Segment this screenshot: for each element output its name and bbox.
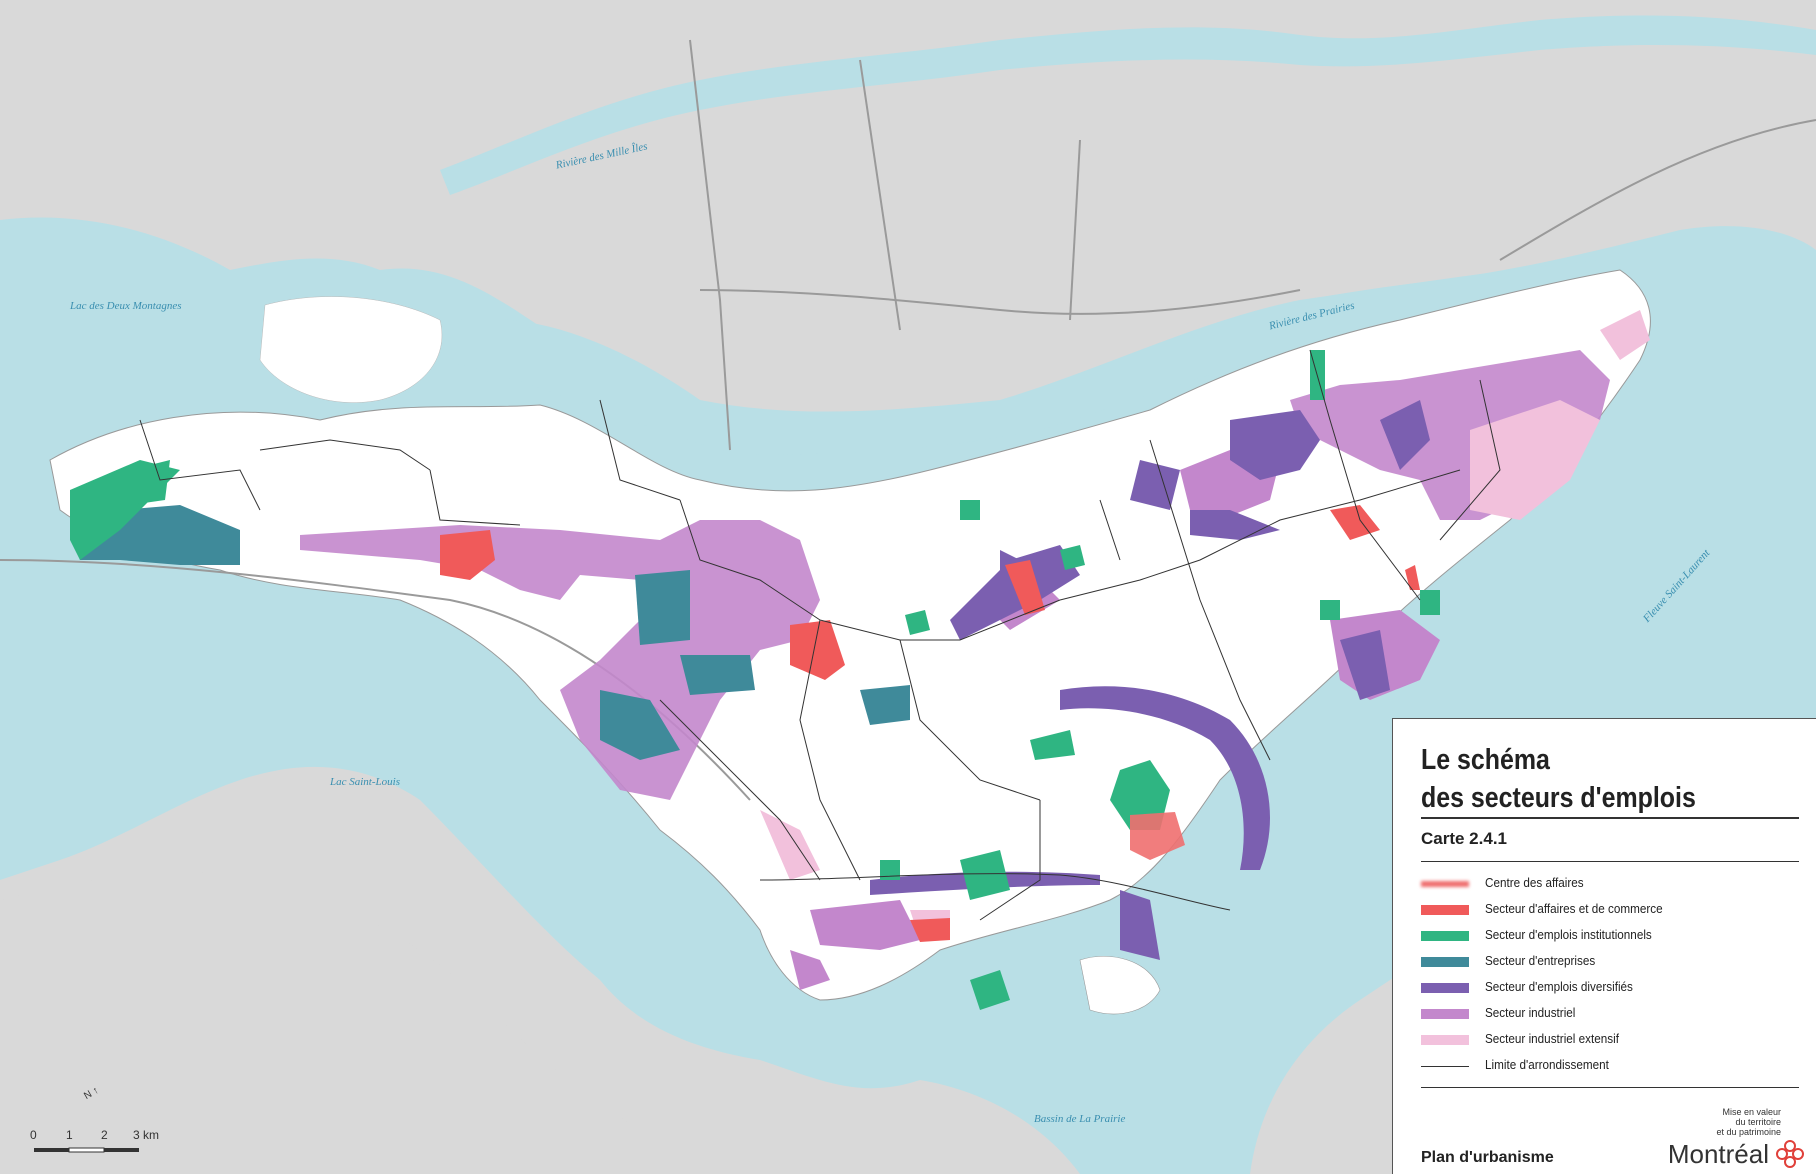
legend-swatch — [1421, 1009, 1469, 1019]
legend-rule-bottom — [1421, 1087, 1799, 1088]
legend-item-centre-affaires: Centre des affaires — [1421, 873, 1801, 895]
legend-swatch-line — [1421, 1066, 1469, 1067]
south-shore — [0, 871, 700, 1174]
scale-tick-3: 3 km — [133, 1128, 160, 1142]
legend-item-institutionnels: Secteur d'emplois institutionnels — [1421, 925, 1801, 947]
legend-rule-top — [1421, 817, 1799, 819]
label-saint-louis: Lac Saint-Louis — [330, 776, 400, 788]
legend-label: Secteur industriel — [1485, 1005, 1576, 1020]
legend-title: Le schéma des secteurs d'emplois — [1421, 741, 1696, 817]
legend-item-diversifies: Secteur d'emplois diversifiés — [1421, 977, 1801, 999]
legend-title-line-1: Le schéma — [1421, 744, 1550, 776]
prairies-river — [420, 260, 1640, 455]
scale-bar-graphic — [34, 1147, 139, 1153]
legend-item-entreprises: Secteur d'entreprises — [1421, 951, 1801, 973]
sector-institutionnels — [70, 350, 1440, 1010]
sector-affaires-commerce — [440, 505, 1420, 942]
scale-bar: 0 1 2 3 km — [30, 1120, 190, 1160]
legend-title-line-2: des secteurs d'emplois — [1421, 782, 1696, 814]
borough-limits — [139, 349, 1501, 921]
label-la-prairie: Bassin de La Prairie — [1034, 1113, 1126, 1125]
scale-tick-0: 0 — [30, 1128, 37, 1142]
legend-label: Secteur industriel extensif — [1485, 1031, 1619, 1046]
label-deux-montagnes: Lac des Deux Montagnes — [70, 300, 182, 312]
montreal-logo-icon — [1776, 1140, 1804, 1168]
legend-swatch — [1421, 905, 1469, 915]
scale-tick-1: 1 — [66, 1128, 73, 1142]
brand-tagline-2: du territoire — [1735, 1117, 1781, 1127]
legend-item-industriel-extensif: Secteur industriel extensif — [1421, 1029, 1801, 1051]
legend-swatch — [1421, 931, 1469, 941]
legend-swatch — [1421, 957, 1469, 967]
legend-item-industriel: Secteur industriel — [1421, 1003, 1801, 1025]
brand-name: Montréal — [1667, 1139, 1769, 1169]
nuns-island — [1079, 955, 1161, 1015]
mille-iles-river — [440, 15, 1816, 196]
map-number: Carte 2.4.1 — [1421, 829, 1507, 848]
legend-label: Secteur d'entreprises — [1485, 953, 1596, 968]
legend-swatch — [1421, 983, 1469, 993]
ile-bizard — [259, 296, 443, 403]
brand-tagline: Mise en valeur du territoire et du patri… — [1661, 1107, 1781, 1137]
legend-item-limite: Limite d'arrondissement — [1421, 1055, 1801, 1077]
plan-label: Plan d'urbanisme — [1421, 1149, 1554, 1166]
legend-label: Secteur d'affaires et de commerce — [1485, 901, 1663, 916]
legend-rule-mid — [1421, 861, 1799, 862]
legend-label: Limite d'arrondissement — [1485, 1057, 1609, 1072]
brand-tagline-1: Mise en valeur — [1722, 1107, 1781, 1117]
legend-swatch — [1421, 881, 1469, 887]
legend-label: Secteur d'emplois diversifiés — [1485, 979, 1633, 994]
scale-tick-2: 2 — [101, 1128, 108, 1142]
legend-label: Secteur d'emplois institutionnels — [1485, 927, 1652, 942]
legend-swatch — [1421, 1035, 1469, 1045]
legend-item-affaires-commerce: Secteur d'affaires et de commerce — [1421, 899, 1801, 921]
brand-tagline-3: et du patrimoine — [1716, 1127, 1781, 1137]
legend-panel: Le schéma des secteurs d'emplois Carte 2… — [1392, 718, 1816, 1174]
sector-centre-affaires — [1130, 812, 1185, 860]
legend-label: Centre des affaires — [1485, 875, 1584, 890]
highways — [0, 39, 1816, 801]
